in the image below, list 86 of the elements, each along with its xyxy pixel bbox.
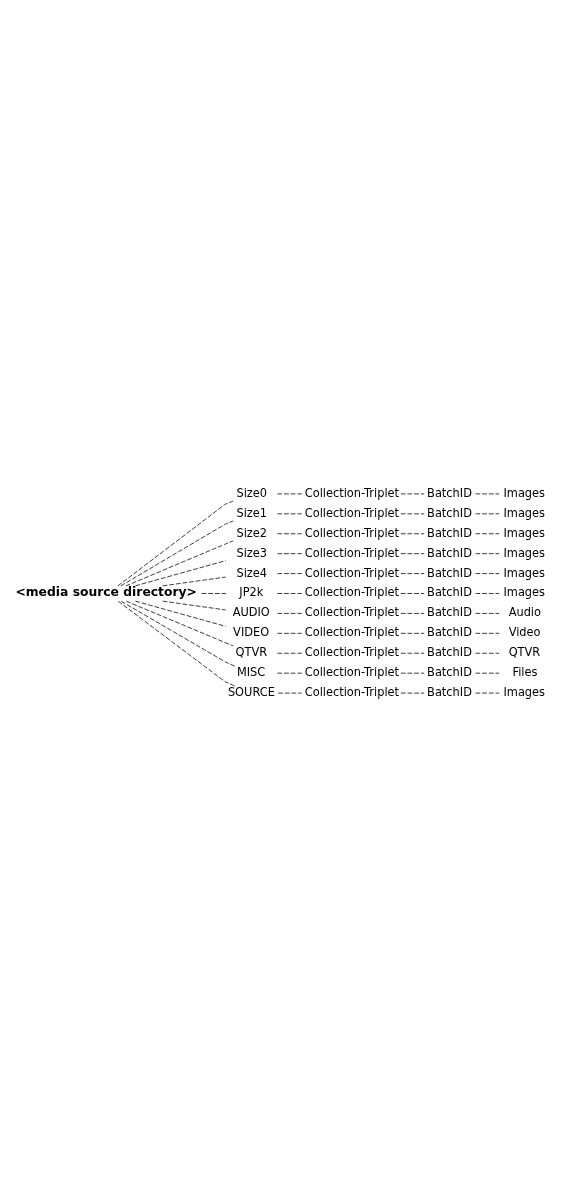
connector: [475, 652, 500, 654]
connector: [125, 600, 234, 646]
connector: [277, 632, 303, 634]
node-text: BatchID: [427, 565, 472, 580]
connector: [475, 632, 500, 634]
node-text: Files: [512, 664, 538, 679]
node-text: Collection-Triplet: [304, 644, 400, 659]
node-text: VIDEO: [233, 624, 270, 639]
connector: [475, 492, 500, 494]
connector: [277, 532, 303, 534]
node-text: Images: [503, 505, 546, 520]
node-text: Images: [503, 584, 546, 599]
connector: [277, 672, 303, 674]
node-text: Images: [503, 485, 546, 500]
node-text: Collection-Triplet: [304, 545, 400, 560]
node-text: Audio: [508, 604, 542, 619]
connector: [120, 600, 236, 666]
node-text: Collection-Triplet: [304, 485, 400, 500]
node-text: Images: [503, 525, 546, 540]
node-text: BatchID: [427, 664, 472, 679]
connector: [400, 512, 425, 514]
node-text: BatchID: [427, 545, 472, 560]
connector: [475, 532, 500, 534]
node-text: Collection-Triplet: [304, 505, 400, 520]
node-text: BatchID: [427, 584, 472, 599]
node-text: Video: [508, 624, 541, 639]
node-text: Collection-Triplet: [304, 525, 400, 540]
connector: [400, 592, 425, 594]
node-text: BatchID: [427, 684, 472, 699]
connector: [475, 672, 500, 674]
connector: [201, 592, 227, 594]
connector: [277, 592, 303, 594]
node-text: Images: [503, 684, 546, 699]
connector: [400, 612, 425, 614]
connector: [400, 672, 425, 674]
connector: [277, 612, 303, 614]
node-text: MISC: [236, 664, 266, 679]
node-text: Collection-Triplet: [304, 565, 400, 580]
node-text: BatchID: [427, 485, 472, 500]
node-text: Images: [503, 565, 546, 580]
node-text: BatchID: [427, 604, 472, 619]
node-text: Size3: [236, 545, 268, 560]
connector: [277, 572, 303, 574]
connector: [400, 632, 425, 634]
connector: [117, 600, 236, 686]
connector: [400, 572, 425, 574]
node-text: Size4: [236, 565, 268, 580]
connector: [277, 552, 303, 554]
connector: [277, 512, 303, 514]
connector: [120, 520, 234, 586]
connector: [475, 512, 500, 514]
node-text: Images: [503, 545, 546, 560]
node-text: Collection-Triplet: [304, 664, 400, 679]
connector: [400, 492, 425, 494]
node-text: BatchID: [427, 624, 472, 639]
node-text: QTVR: [235, 644, 268, 659]
connector: [475, 572, 500, 574]
connector: [400, 532, 425, 534]
node-text: JP2k: [239, 584, 264, 599]
node-text: BatchID: [427, 525, 472, 540]
connector: [277, 492, 303, 494]
node-text: Collection-Triplet: [304, 624, 400, 639]
connector: [475, 592, 500, 594]
connector: [125, 539, 234, 586]
node-text: SOURCE: [227, 684, 275, 699]
connector: [134, 559, 227, 586]
node-text: AUDIO: [232, 604, 270, 619]
node-text: Size2: [236, 525, 268, 540]
node-text: Collection-Triplet: [304, 684, 400, 699]
connector: [134, 600, 227, 627]
connector: [400, 652, 425, 654]
connector: [162, 576, 227, 586]
node-text: <media source directory>: [15, 584, 197, 599]
connector: [277, 652, 303, 654]
node-text: Size1: [236, 505, 268, 520]
connector: [475, 552, 500, 554]
connector: [475, 612, 500, 614]
connector: [162, 600, 227, 610]
node-text: Collection-Triplet: [304, 584, 400, 599]
node-text: QTVR: [508, 644, 541, 659]
node-text: BatchID: [427, 505, 472, 520]
node-text: BatchID: [427, 644, 472, 659]
node-text: Size0: [236, 485, 268, 500]
node-text: Collection-Triplet: [304, 604, 400, 619]
connector: [117, 500, 234, 586]
connector: [400, 552, 425, 554]
